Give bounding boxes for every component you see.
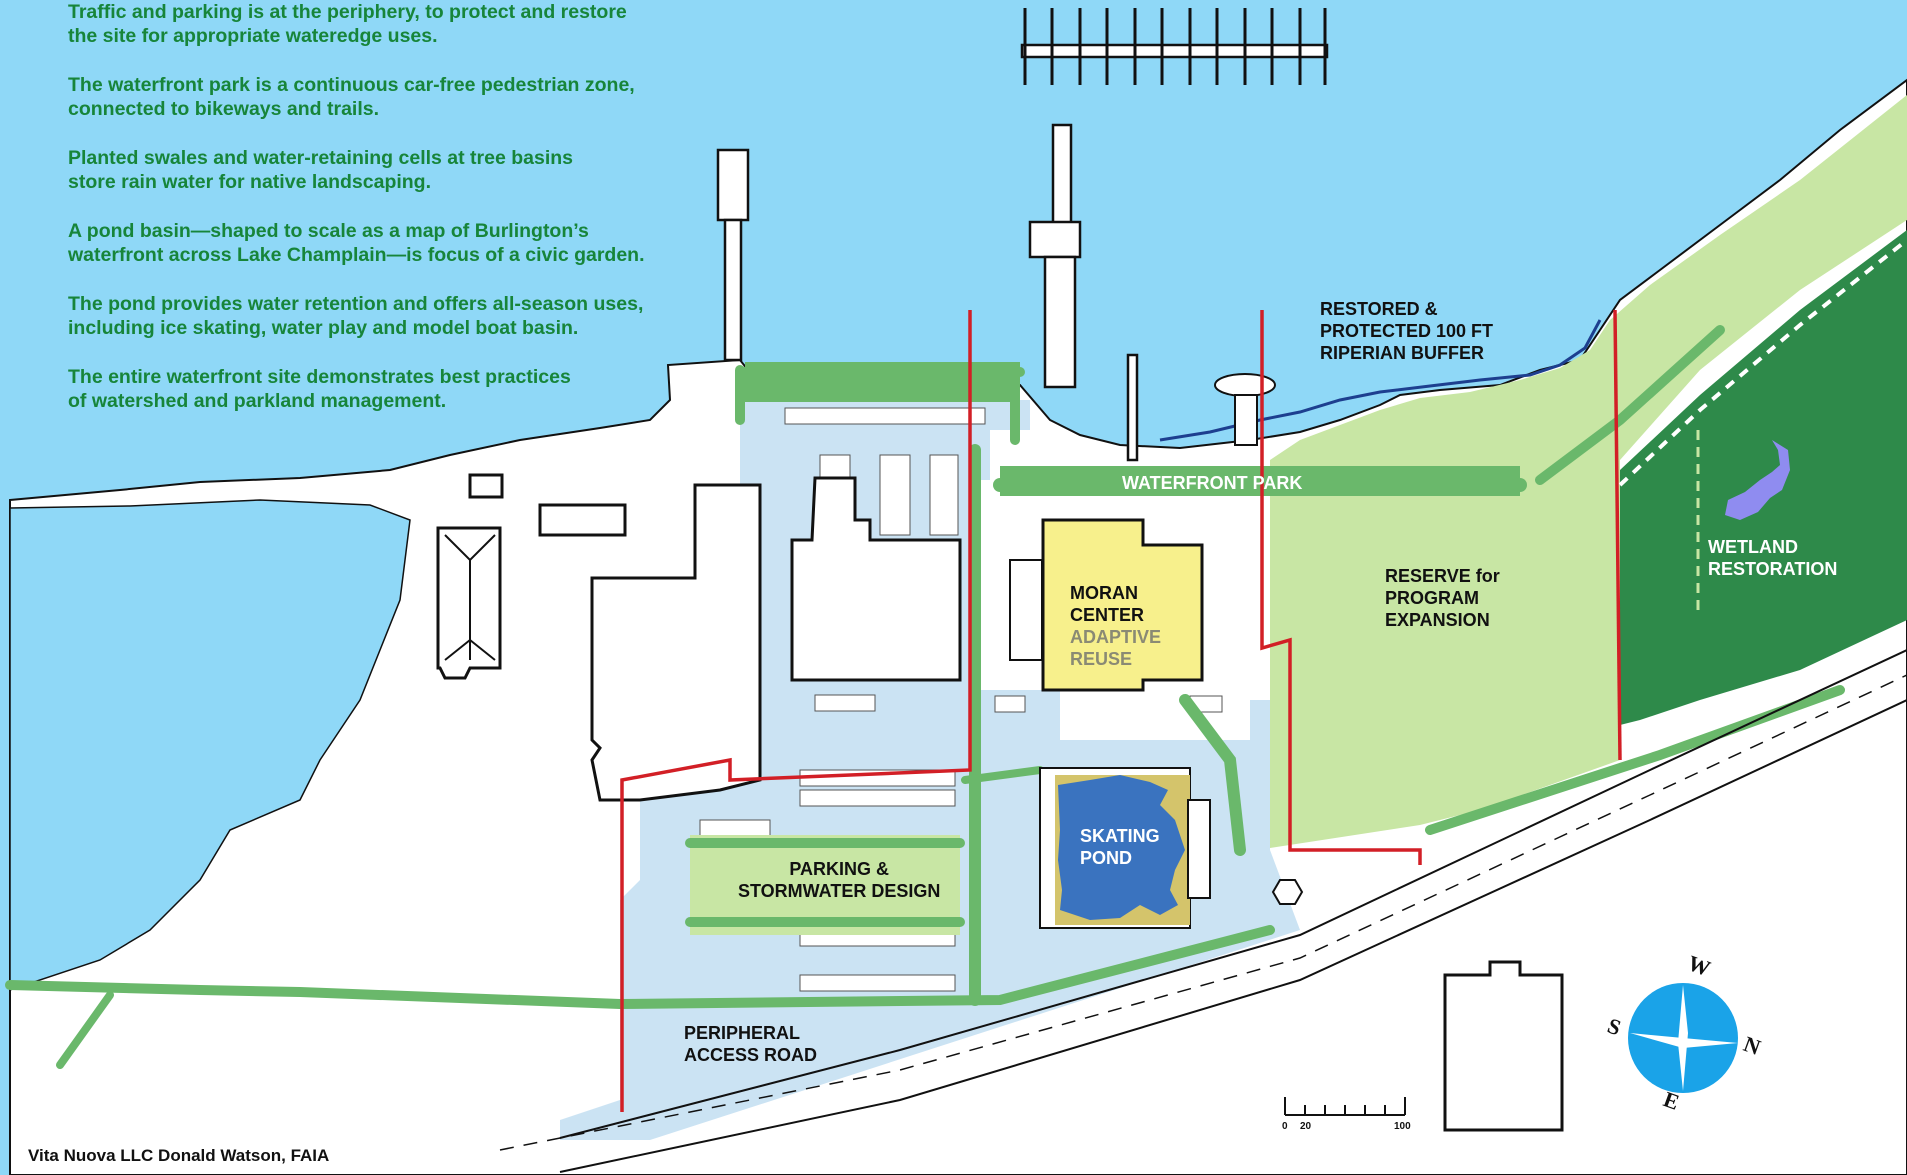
moran-annex <box>1009 559 1043 661</box>
office-building <box>1443 960 1564 1132</box>
note-6: The entire waterfront site demonstrates … <box>68 366 571 412</box>
scale-label-20: 20 <box>1300 1121 1312 1132</box>
note-2: The waterfront park is a continuous car-… <box>68 74 635 120</box>
pitched-roof-detail <box>444 534 496 661</box>
waterfront-park-band <box>1000 466 1520 496</box>
waterfront-park-top <box>745 362 1020 402</box>
reserve-area <box>1270 95 1907 848</box>
pier-stem <box>1234 394 1258 446</box>
moran-center-building <box>1041 518 1204 692</box>
large-warehouse <box>590 483 762 802</box>
left-bay-water <box>9 499 411 992</box>
credit-line: Vita Nuova LLC Donald Watson, FAIA <box>28 1146 330 1165</box>
boundary-lines <box>620 309 1622 1112</box>
wetland-area <box>1620 230 1907 725</box>
scale-label-0: 0 <box>1282 1121 1288 1132</box>
pier-bulb <box>1214 373 1276 397</box>
skating-pond-water <box>1058 775 1185 920</box>
waterfront-park-label: WATERFRONT PARK <box>1122 473 1303 493</box>
hexagon-kiosk <box>1271 879 1304 905</box>
scale-bar <box>1284 1097 1406 1116</box>
wetland-pond-shape <box>1725 440 1790 520</box>
note-4: A pond basin—shaped to scale as a map of… <box>68 220 645 266</box>
road-center-dash <box>499 674 1907 1151</box>
pond-pavilion <box>1187 799 1211 899</box>
note-1: Traffic and parking is at the periphery,… <box>68 1 627 47</box>
note-3: Planted swales and water-retaining cells… <box>68 147 574 193</box>
parking-stormwater-label: PARKING &STORMWATER DESIGN <box>738 859 941 901</box>
existing-buildings <box>436 473 1564 1132</box>
pier-and-dock <box>716 43 1329 462</box>
wetland-edge-dash <box>1618 238 1907 487</box>
compass-rose <box>1628 983 1738 1093</box>
small-shed-1 <box>468 473 504 499</box>
access-road <box>559 649 1907 1173</box>
note-5: The pond provides water retention and of… <box>68 293 644 339</box>
dock-fingers <box>1023 8 1327 85</box>
mid-warehouse <box>790 476 962 682</box>
scale-label-100: 100 <box>1394 1121 1411 1132</box>
small-shed-2 <box>538 503 627 537</box>
design-notes: Traffic and parking is at the periphery,… <box>68 0 708 438</box>
